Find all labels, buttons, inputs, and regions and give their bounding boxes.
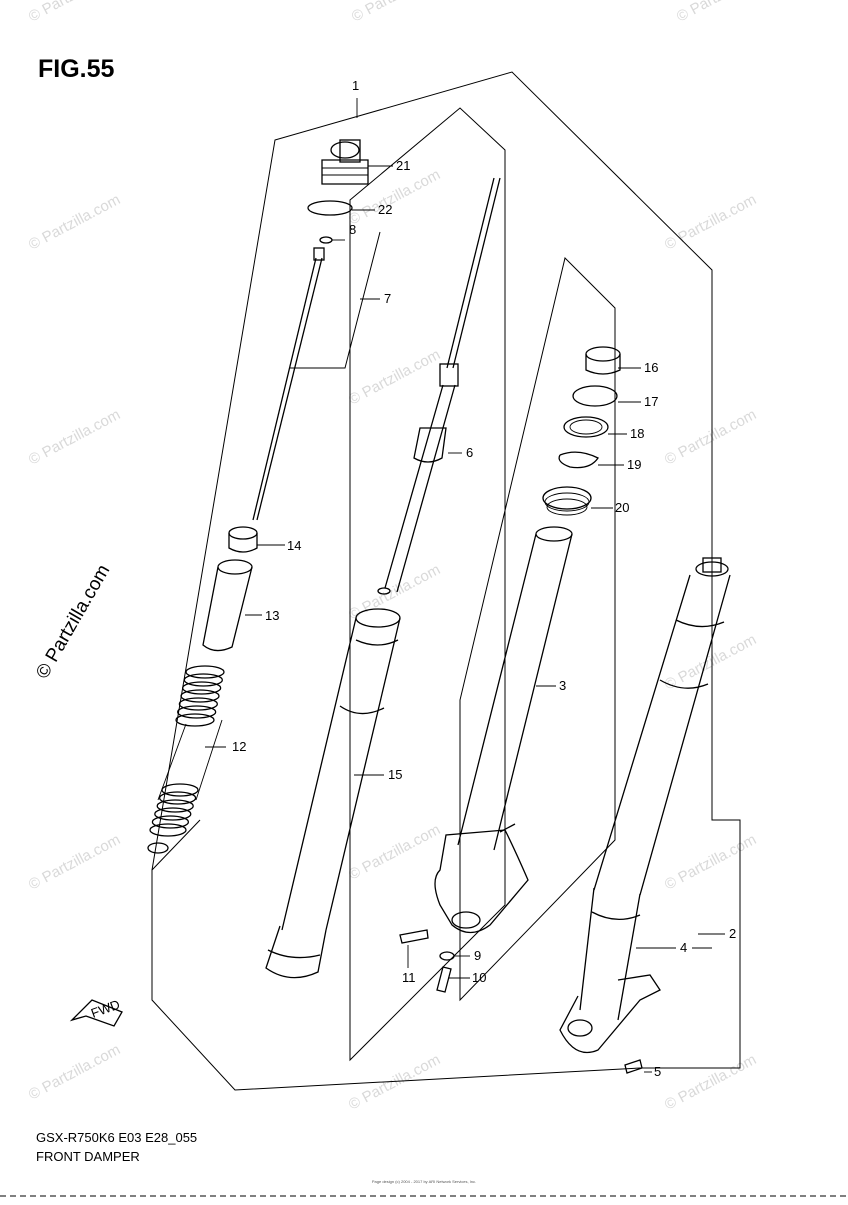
- part-outer-tube: [265, 608, 401, 979]
- callout-8: 8: [349, 222, 356, 237]
- spring-coil: [175, 713, 215, 727]
- assembly-box-1: [151, 71, 741, 1091]
- spring-coil: [156, 799, 194, 813]
- spring-coil: [180, 689, 220, 703]
- spring-coil: [178, 697, 218, 711]
- figure-title: FIG.55: [38, 55, 115, 83]
- part-spring: [149, 665, 225, 837]
- part-fork-leg-assembly: [559, 557, 731, 1074]
- model-code: GSX-R750K6 E03 E28_055: [36, 1130, 198, 1145]
- assembly-box-inner-left: [349, 107, 506, 1062]
- callout-labels: 1 2 3 4 5 6 7 8 9 10 11 12 13 14 15 16 1…: [232, 78, 736, 1079]
- spring-coil: [185, 665, 225, 679]
- copyright-fine-print: Page design (c) 2004 - 2017 by ARI Netwo…: [371, 1179, 477, 1184]
- part-washer-17: [572, 385, 618, 407]
- leader-lines: [205, 98, 725, 1073]
- part-oil-seal: [563, 416, 609, 438]
- spring-coil: [151, 815, 190, 829]
- callout-7: 7: [384, 291, 391, 306]
- spring-coil: [154, 807, 192, 821]
- watermark-text: © Partzilla.com: [346, 821, 443, 883]
- callout-9: 9: [474, 948, 481, 963]
- spring-coil: [158, 791, 197, 805]
- part-damper-cartridge: [377, 177, 501, 595]
- assembly-box-lower-connector: [151, 819, 201, 871]
- callout-12: 12: [232, 739, 246, 754]
- fwd-arrow: FWD: [69, 997, 123, 1027]
- watermark-text: © Partzilla.com: [26, 0, 123, 26]
- part-spring-seat: [228, 526, 258, 553]
- watermark-text: © Partzilla.com: [674, 0, 771, 26]
- watermark-text: © Partzilla.com: [662, 831, 759, 893]
- callout-17: 17: [644, 394, 658, 409]
- watermark-rotated: © Partzilla.com: [32, 561, 114, 682]
- watermark-text: © Partzilla.com: [26, 1041, 123, 1103]
- callout-6: 6: [466, 445, 473, 460]
- assembly-name: FRONT DAMPER: [36, 1149, 140, 1164]
- part-spring-end-cap: [147, 842, 169, 854]
- spring-coil: [149, 823, 187, 837]
- watermark-text: © Partzilla.com: [662, 1051, 759, 1113]
- spring-coil: [177, 705, 217, 719]
- callout-4: 4: [680, 940, 687, 955]
- part-bolt-11: [399, 929, 429, 944]
- part-circlip: [558, 451, 599, 469]
- watermark-text: © Partzilla.com: [349, 0, 446, 26]
- spring-coil: [182, 681, 222, 695]
- assembly-box-upper-connector: [290, 231, 381, 369]
- watermark-text: © Partzilla.com: [346, 561, 443, 623]
- part-o-ring: [307, 200, 353, 216]
- callout-20: 20: [615, 500, 629, 515]
- watermark-text: © Partzilla.com: [26, 191, 123, 253]
- part-damper-rod: [252, 247, 325, 521]
- callout-16: 16: [644, 360, 658, 375]
- callout-13: 13: [265, 608, 279, 623]
- spring-coil: [183, 673, 223, 687]
- part-cap-bolt: [321, 139, 369, 185]
- part-washer: [319, 236, 333, 244]
- callout-22: 22: [378, 202, 392, 217]
- callout-11: 11: [402, 970, 416, 985]
- callout-19: 19: [627, 457, 641, 472]
- spring-guide-line: [157, 723, 187, 801]
- callout-5: 5: [654, 1064, 661, 1079]
- watermark-text: © Partzilla.com: [346, 346, 443, 408]
- spring-guide-line: [195, 719, 223, 801]
- watermark-text: © Partzilla.com: [26, 831, 123, 893]
- watermark-text: © Partzilla.com: [26, 406, 123, 468]
- watermark-text: © Partzilla.com: [346, 1051, 443, 1113]
- callout-18: 18: [630, 426, 644, 441]
- callout-3: 3: [559, 678, 566, 693]
- assembly-box-inner-right: [459, 257, 616, 1002]
- watermark-text: © Partzilla.com: [662, 191, 759, 253]
- part-inner-tube: [434, 526, 573, 934]
- callout-15: 15: [388, 767, 402, 782]
- part-slide-bushing: [585, 346, 621, 375]
- watermark-text: © Partzilla.com: [662, 406, 759, 468]
- callout-14: 14: [287, 538, 301, 553]
- callout-1: 1: [352, 78, 359, 93]
- part-spacer: [202, 559, 253, 652]
- callout-2: 2: [729, 926, 736, 941]
- callout-21: 21: [396, 158, 410, 173]
- watermark-text: © Partzilla.com: [662, 631, 759, 693]
- part-dust-seal: [542, 486, 592, 516]
- callout-10: 10: [472, 970, 486, 985]
